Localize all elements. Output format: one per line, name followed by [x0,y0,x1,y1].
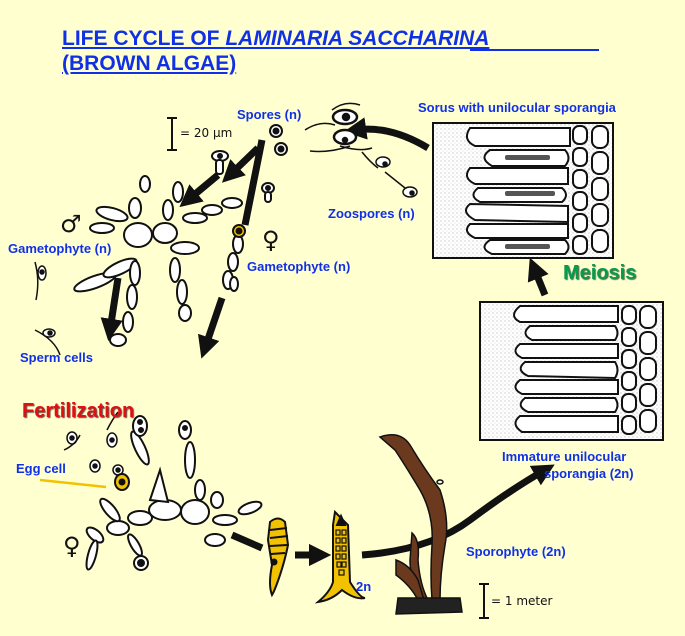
immature-sporangia-illustration [479,301,664,441]
label-zygote-ploidy: 2n [356,579,372,594]
page-subtitle: (BROWN ALGAE) [62,52,237,75]
arrow-spore-to-male-b [179,172,221,208]
female-symbol-icon: ♀ [262,226,280,254]
arrow-male-down [100,277,123,342]
label-female-gametophyte: Gametophyte (n) [247,259,351,274]
sorus-illustration [432,122,614,259]
stage-fertilization: Fertilization [22,400,135,422]
arrow-gametophyte-to-zygote [230,531,264,552]
macro-scale-bar [479,583,489,619]
title-prefix: LIFE CYCLE OF [62,27,226,50]
arrow-spore-to-male-a [221,145,261,183]
label-immature-sporangia-line2: sporangia (2n) [544,466,634,481]
arrow-female-down [198,296,226,359]
egg-cell-pointer [39,478,107,489]
label-zoospores: Zoospores (n) [328,206,415,221]
zoospores [304,102,418,198]
title-species: LAMINARIA SACCHARINA [225,27,490,50]
embryo-illustration [314,509,366,604]
label-sperm-cells: Sperm cells [20,350,93,365]
micro-scale-label: = 20 µm [180,126,233,140]
micro-scale-bar [167,117,177,151]
zygote-illustration [266,517,290,598]
male-gametophyte-illustration [73,175,243,347]
label-spores: Spores (n) [237,107,302,122]
arrow-spore-to-female [241,139,266,226]
macro-scale-label: = 1 meter [491,594,553,608]
title-underline-extension [470,49,599,51]
bottom-female-gametophyte-illustration [85,415,263,571]
sporophyte-illustration [378,434,463,615]
arrow-meiosis [527,257,549,297]
female-symbol-bottom-icon: ♀ [63,532,81,560]
female-gametophyte-illustration [222,224,246,292]
label-sorus: Sorus with unilocular sporangia [418,100,616,115]
label-male-gametophyte: Gametophyte (n) [8,241,112,256]
sperm-cells [34,261,124,476]
arrow-to-immature-sporangia [361,464,555,559]
stage-meiosis: Meiosis [563,262,637,284]
label-egg-cell: Egg cell [16,461,66,476]
label-immature-sporangia-line1: Immature unilocular [502,449,627,464]
label-sporophyte: Sporophyte (2n) [466,544,566,559]
arrow-sorus-to-zoospores [343,117,430,151]
cycle-arrows [100,117,555,567]
spores [211,124,288,203]
page-title: LIFE CYCLE OF LAMINARIA SACCHARINA [62,27,489,50]
male-symbol-icon: ♂ [60,210,82,238]
